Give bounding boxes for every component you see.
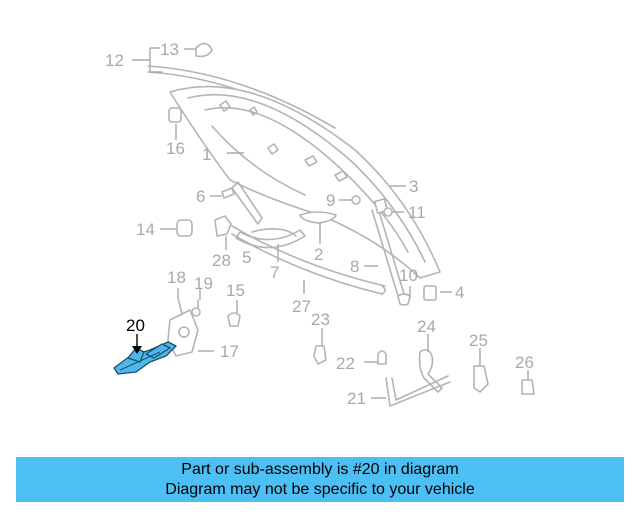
banner-line-2: Diagram may not be specific to your vehi… [165,480,475,498]
clip-13 [195,42,213,58]
callout-6: 6 [196,187,205,206]
lid-openings [219,100,348,182]
lid-seal-strip [231,225,386,295]
callout-23: 23 [311,310,330,329]
callout-8: 8 [350,257,359,276]
callout-3: 3 [409,177,418,196]
callout-labels: 12 13 16 1 3 6 9 11 14 2 28 5 7 8 10 4 1… [105,40,534,408]
latch-assembly [167,297,201,357]
bracket-4 [423,285,437,301]
parts-diagram: 12 13 16 1 3 6 9 11 14 2 28 5 7 8 10 4 1… [105,40,535,408]
leader-lines [132,47,529,399]
callout-4: 4 [455,283,464,302]
callout-2: 2 [314,245,323,264]
callout-5: 5 [242,248,251,267]
callout-16: 16 [166,139,185,158]
bolt-6 [221,187,235,199]
callout-9: 9 [326,191,335,210]
clip-10 [397,293,411,306]
callout-22: 22 [336,354,355,373]
callout-24: 24 [417,317,436,336]
callout-10: 10 [399,266,418,285]
callout-21: 21 [347,389,366,408]
highlighted-part-20 [113,341,177,375]
info-banner: Part or sub-assembly is #20 in diagram D… [16,457,624,502]
callout-26: 26 [515,353,534,372]
callout-28: 28 [212,251,231,270]
callout-7: 7 [270,263,279,282]
callout-11: 11 [408,203,426,222]
callout-20: 20 [126,316,145,335]
part-25 [473,365,489,393]
trunk-handle [299,211,337,224]
callout-12: 12 [105,51,124,70]
callout-1: 1 [202,145,211,164]
nut-9 [351,195,361,205]
callout-13: 13 [160,40,179,59]
grommet-28 [214,215,232,237]
callout-27: 27 [292,297,311,316]
callout-14: 14 [136,220,155,239]
callout-17: 17 [220,342,239,361]
bolt-11 [383,207,393,217]
callout-19: 19 [194,274,213,293]
banner-line-1: Part or sub-assembly is #20 in diagram [181,460,459,478]
release-rod-21 [385,375,451,407]
bumper-stop-16 [168,107,182,123]
stopper-15 [227,312,241,327]
trunk-lid [169,85,441,279]
callout-18: 18 [167,268,186,287]
part-23 [313,345,327,365]
callout-15: 15 [226,281,245,300]
part-26 [521,379,535,395]
bumper-14 [176,219,193,237]
callout-25: 25 [469,331,488,350]
part-24 [418,348,443,393]
part-22 [377,350,387,365]
